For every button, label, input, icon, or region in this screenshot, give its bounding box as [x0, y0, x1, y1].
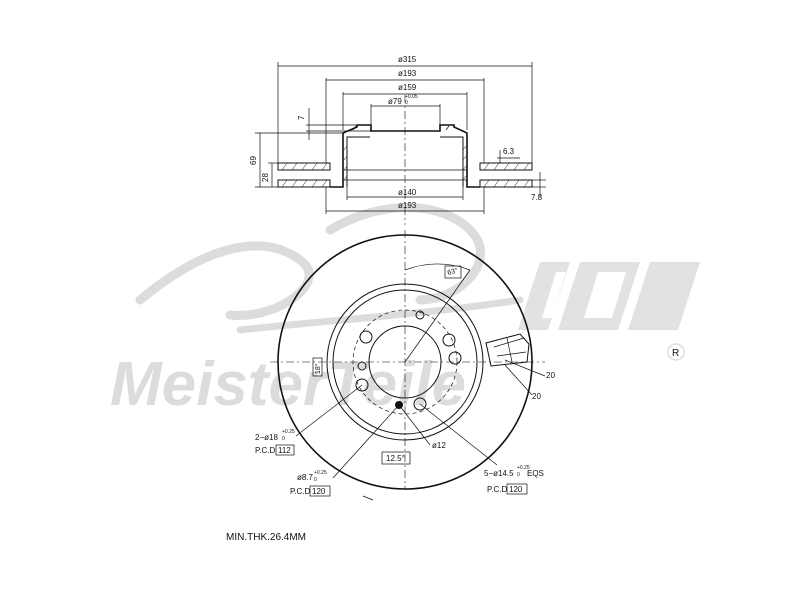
pcd-120-left-value: 120 [312, 487, 326, 496]
disc-section-right [479, 162, 533, 188]
dim-28-text: 28 [261, 173, 270, 182]
dim-dia-193-top-text: ø193 [398, 69, 417, 78]
bolt-hole [359, 330, 373, 344]
callout-dia-8-7: ø8.7 +0.25 0 P.C.D 120 [290, 470, 331, 497]
dim-dia-140: ø140 [346, 187, 464, 200]
pcd-120-left-prefix: P.C.D [290, 487, 311, 496]
callout-dia-12-text: ø12 [432, 441, 446, 450]
bolt-hole [413, 397, 427, 411]
watermark-registered: R [672, 348, 679, 359]
pcd-120-right-prefix: P.C.D [487, 485, 508, 494]
callout-dia-8-7-tol-lower: 0 [314, 477, 317, 483]
callout-5-dia-14-5-tol-lower: 0 [517, 472, 520, 478]
watermark-script-logo [135, 203, 485, 320]
callout-5-dia-14-5-suffix: EQS [527, 469, 544, 478]
callout-20: 20 20 [532, 371, 555, 401]
pcd-112-prefix: P.C.D [255, 446, 276, 455]
dim-69: 69 [249, 132, 343, 188]
dim-dia-79-tol: +0.05 [405, 94, 418, 100]
watermark-brand: MeisterTeile [110, 350, 466, 419]
callout-20-b-text: 20 [532, 392, 541, 401]
pcd-circle [352, 309, 458, 415]
callout-dia-8-7-text: ø8.7 [297, 473, 314, 482]
callout-dia-12: ø12 [432, 441, 446, 450]
watermark: MeisterTeile R [110, 203, 700, 419]
dim-dia-79-text: ø79 [388, 97, 402, 106]
dim-69-text: 69 [249, 156, 258, 165]
dim-7-8: 7.8 [531, 172, 546, 202]
angle-18: 18° [312, 357, 323, 377]
hat-section [330, 124, 480, 188]
disc-outer-circle [277, 234, 533, 490]
pcd-112-value: 112 [278, 446, 291, 455]
callout-20-a-text: 20 [546, 371, 555, 380]
callout-5-dia-14-5: 5−ø14.5 +0.25 0 EQS P.C.D 120 [484, 465, 544, 495]
bore-circle [368, 325, 442, 399]
callout-2-dia-18: 2−ø18 +0.25 0 P.C.D 112 [255, 429, 295, 456]
disc-section-left [277, 162, 331, 188]
dim-dia-79-tol-lower: 0 [405, 100, 408, 106]
dim-dia-193-bottom: ø193 [325, 187, 485, 214]
dim-7-8-text: 7.8 [531, 193, 543, 202]
min-thickness-note: MIN.THK.26.4MM [226, 532, 306, 543]
dim-dia-159: ø159 [342, 83, 468, 130]
dim-7: 7 [297, 108, 371, 140]
small-hole [357, 361, 367, 371]
hat-outer-circle [326, 283, 484, 441]
callout-5-dia-14-5-tol: +0.25 [517, 465, 530, 471]
callout-2-dia-18-text: 2−ø18 [255, 433, 278, 442]
small-hole [415, 310, 425, 320]
bolt-hole [448, 351, 462, 365]
dim-dia-315-text: ø315 [398, 55, 417, 64]
dim-6-3: 6.3 [497, 147, 520, 163]
angle-63: 63° [404, 263, 471, 363]
angle-12-5-text: 12.5° [386, 454, 405, 463]
angle-18-text: 18° [314, 363, 322, 374]
bolt-hole [355, 378, 369, 392]
watermark-stripes [518, 262, 700, 330]
dim-dia-79: ø79 +0.05 0 [370, 94, 441, 125]
dim-6-3-text: 6.3 [503, 147, 515, 156]
pcd-120-right-value: 120 [509, 485, 523, 494]
dim-dia-193-bottom-text: ø193 [398, 201, 417, 210]
callout-dia-8-7-tol: +0.25 [314, 470, 327, 476]
angle-12-5: 12.5° [381, 451, 411, 465]
angle-63-text: 63° [446, 266, 458, 277]
front-view: 63° 18° 12.5° 2−ø18 +0.25 0 P.C.D [255, 230, 555, 501]
bolt-holes [355, 310, 462, 411]
dim-dia-193-top: ø193 [325, 69, 485, 163]
section-view: ø315 ø193 ø159 ø79 +0.05 0 [249, 55, 546, 225]
dim-dia-140-text: ø140 [398, 188, 417, 197]
callout-5-dia-14-5-text: 5−ø14.5 [484, 469, 514, 478]
callout-2-dia-18-tol-lower: 0 [282, 436, 285, 442]
leader-lines [295, 359, 546, 501]
dim-dia-159-text: ø159 [398, 83, 417, 92]
vent-slot [485, 333, 530, 367]
dim-7-text: 7 [297, 115, 306, 120]
bolt-hole [442, 333, 456, 347]
callout-2-dia-18-tol: +0.25 [282, 429, 295, 435]
dim-28: 28 [261, 162, 278, 187]
dim-dia-315: ø315 [277, 55, 533, 163]
hat-inner-circle [332, 289, 478, 435]
